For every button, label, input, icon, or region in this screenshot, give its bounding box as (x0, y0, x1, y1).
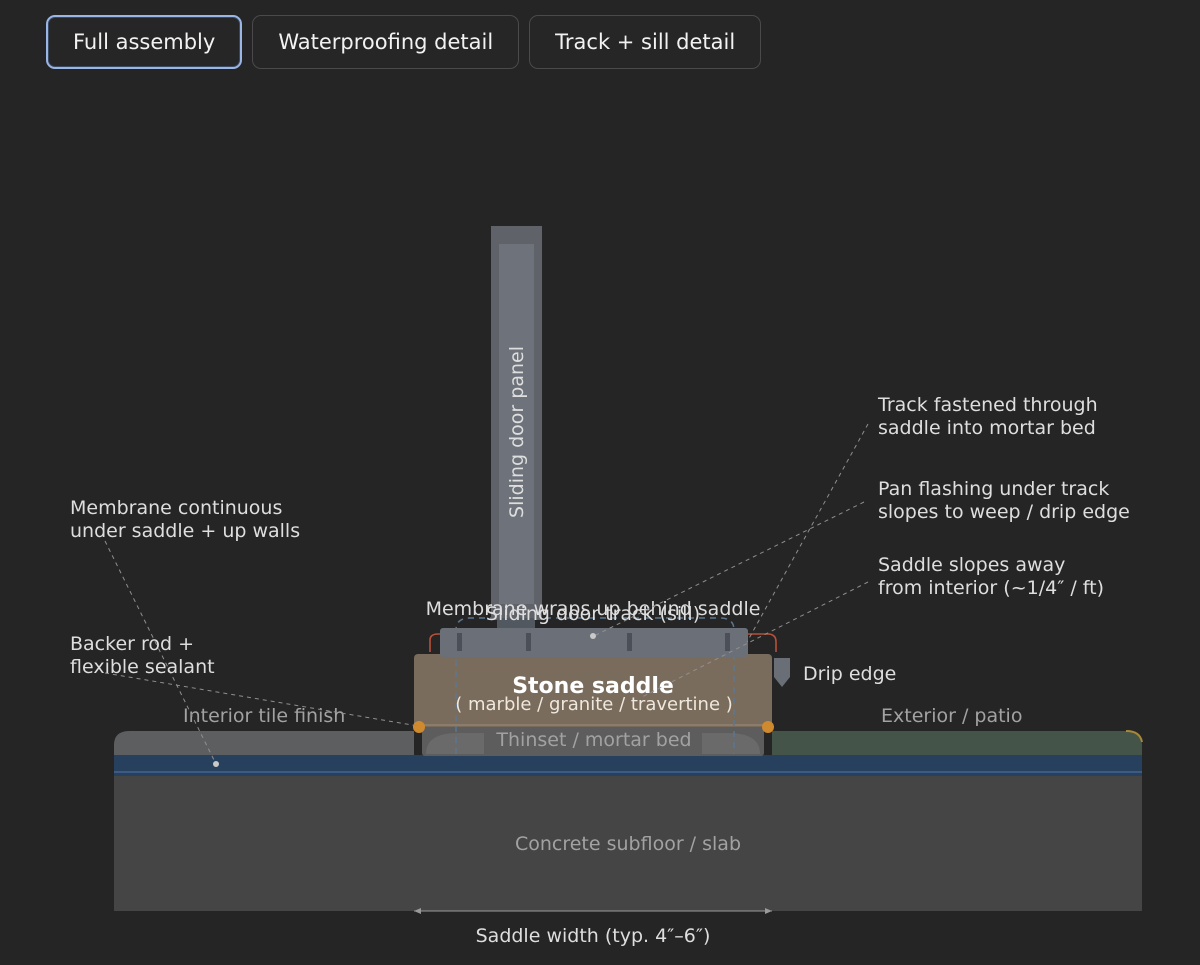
leader-slope (639, 581, 869, 699)
mortar-bed (422, 725, 764, 756)
callout-backer-line1: Backer rod + (70, 633, 194, 655)
sealant-dot-right (762, 721, 774, 733)
concrete-slab (114, 776, 1142, 911)
callout-membrane-line1: Membrane continuous (70, 497, 282, 519)
interior-tile (114, 731, 414, 755)
callout-fastened-line2: saddle into mortar bed (878, 417, 1096, 439)
drip-edge (774, 658, 790, 687)
callout-slope-line1: Saddle slopes away (878, 554, 1065, 576)
interior-tile-label: Interior tile finish (183, 705, 345, 727)
leader-membrane (104, 540, 217, 765)
mortar-bed-lump-right (702, 733, 760, 754)
exterior-edge-highlight (1125, 730, 1143, 743)
callout-pan-line1: Pan flashing under track (878, 478, 1109, 500)
mortar-bed-lump-left (426, 733, 484, 754)
track-bolt-4 (725, 633, 730, 651)
track-label: Sliding door track (sill) (486, 603, 700, 625)
leader-dot-track (590, 633, 596, 639)
leader-pan (593, 501, 865, 637)
width-arrow-right (765, 908, 772, 914)
tab-full-assembly[interactable]: Full assembly (46, 15, 243, 69)
door-panel-label: Sliding door panel (506, 346, 528, 518)
leader-backer (104, 672, 419, 727)
callout-pan-line2: slopes to weep / drip edge (878, 501, 1130, 523)
tab-track-sill-detail[interactable]: Track + sill detail (529, 15, 762, 69)
door-roller (497, 618, 535, 630)
track-bolt-2 (526, 633, 531, 651)
callout-membrane-line2: under saddle + up walls (70, 520, 300, 542)
door-glass (499, 244, 534, 604)
stone-saddle-sublabel: ( marble / granite / travertine ) (455, 694, 733, 715)
callout-fastened-line1: Track fastened through (877, 394, 1098, 416)
door-track (440, 628, 748, 657)
view-tabs: Full assembly Waterproofing detail Track… (46, 15, 762, 69)
width-arrow-left (414, 908, 421, 914)
membrane-layer (114, 755, 1142, 776)
membrane-wrap-label: Membrane wraps up behind saddle (426, 598, 761, 620)
stone-saddle (414, 654, 772, 727)
drip-edge-label: Drip edge (803, 663, 896, 685)
callout-slope-line2: from interior (~1/4″ / ft) (878, 577, 1104, 599)
track-bolt-1 (457, 633, 462, 651)
callout-backer-line2: flexible sealant (70, 656, 215, 678)
membrane-wrap-outline (455, 617, 735, 754)
sealant-dot-left (413, 721, 425, 733)
track-bolt-3 (627, 633, 632, 651)
width-label: Saddle width (typ. 4″–6″) (476, 925, 711, 947)
exterior-label: Exterior / patio (881, 705, 1022, 727)
subfloor-label: Concrete subfloor / slab (515, 833, 741, 855)
exterior-patio (772, 731, 1142, 755)
leader-dot-membrane (213, 761, 219, 767)
leader-fastened (746, 423, 869, 643)
mortar-label: Thinset / mortar bed (495, 729, 691, 751)
tab-waterproofing-detail[interactable]: Waterproofing detail (252, 15, 520, 69)
